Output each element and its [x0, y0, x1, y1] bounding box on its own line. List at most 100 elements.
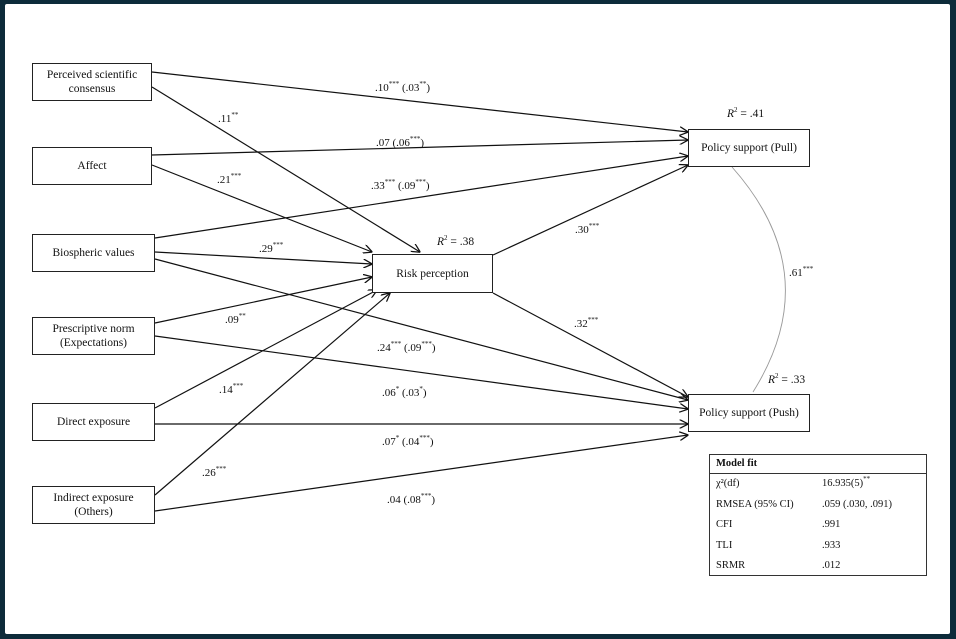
r2-push-r: R [768, 374, 776, 386]
model-fit-row: SRMR .012 [710, 556, 926, 577]
fit-label-chi: χ²(df) [716, 478, 740, 489]
coef-risk-pull: .30*** [575, 222, 600, 237]
model-fit-row: RMSEA (95% CI) .059 (.030, .091) [710, 495, 926, 516]
coef-norm-risk-sig: ** [238, 312, 246, 320]
coef-affect-risk-sig: *** [230, 172, 242, 180]
coef-norm-push-sig: * [395, 385, 400, 393]
coef-direct-push-psig: *** [419, 434, 430, 442]
node-indirect: Indirect exposure (Others) [32, 486, 155, 524]
fit-value-tli: .933 [822, 539, 841, 551]
coef-direct-risk-sig: *** [232, 382, 244, 390]
arrow-consensus-risk [151, 86, 420, 252]
coef-bio-pull-close: ) [425, 180, 430, 192]
fit-label-rmsea: RMSEA (95% CI) [716, 498, 794, 510]
arrow-risk-push [492, 292, 688, 397]
node-risk: Risk perception [372, 254, 493, 293]
model-fit-row: χ²(df) 16.935(5)** [710, 474, 926, 495]
arrow-bio-pull [154, 156, 688, 239]
coef-indirect-risk: .26*** [202, 465, 227, 480]
r2-push-value: = .33 [778, 374, 806, 386]
coef-norm-push-val: .06 [382, 387, 396, 399]
coef-bio-pull-paren: (.09 [395, 180, 416, 192]
node-pull: Policy support (Pull) [688, 129, 810, 167]
model-fit-table: Model fit χ²(df) 16.935(5)** RMSEA (95% … [709, 454, 927, 576]
coef-bio-push-val: .24 [377, 342, 391, 354]
node-direct: Direct exposure [32, 403, 155, 441]
coef-bio-push-close: ) [431, 342, 436, 354]
coef-bio-push-paren: (.09 [401, 342, 422, 354]
coef-indirect-push-val: .04 (.08 [387, 494, 421, 506]
coef-affect-pull-val: .07 (.06 [376, 137, 410, 149]
node-indirect-line1: Indirect exposure [53, 492, 134, 504]
coef-bio-push-psig: *** [421, 340, 432, 348]
coef-consensus-risk-val: .11 [218, 113, 232, 125]
arrow-indirect-push [154, 435, 688, 512]
r2-push-sup: 2 [775, 372, 779, 380]
node-biospheric-label: Biospheric values [52, 247, 135, 259]
coef-bio-pull-sig: *** [384, 178, 396, 186]
coef-consensus-risk-sig: ** [231, 111, 239, 119]
r2-risk-value: = .38 [447, 236, 475, 248]
coef-pull-push-sig: *** [802, 265, 814, 273]
coef-bio-pull: .33*** (.09***) [371, 178, 430, 193]
coef-norm-push-paren: (.03 [399, 387, 420, 399]
node-pull-label: Policy support (Pull) [701, 142, 797, 154]
node-norm: Prescriptive norm(Expectations) [32, 317, 155, 355]
coef-direct-push-sig: * [395, 434, 400, 442]
coef-indirect-risk-sig: *** [215, 465, 227, 473]
arrow-affect-pull [151, 140, 688, 156]
coef-affect-pull-close: ) [420, 137, 425, 149]
node-norm-line1: Prescriptive norm [52, 323, 135, 335]
coef-risk-push: .32*** [574, 316, 599, 331]
coef-bio-risk-val: .29 [259, 243, 273, 255]
arrow-consensus-pull [151, 71, 688, 132]
coef-direct-risk: .14*** [219, 382, 244, 397]
node-push: Policy support (Push) [688, 394, 810, 432]
model-fit-row: CFI .991 [710, 515, 926, 536]
fit-value-rmsea: .059 (.030, .091) [822, 498, 892, 510]
node-direct-label: Direct exposure [56, 416, 131, 428]
coef-indirect-risk-val: .26 [202, 467, 216, 479]
node-risk-label: Risk perception [396, 267, 469, 280]
r2-risk-sup: 2 [444, 234, 448, 242]
coef-pull-push-val: .61 [789, 267, 803, 279]
path-arrows [151, 71, 786, 512]
node-affect: Affect [32, 147, 152, 185]
arrow-indirect-risk [154, 293, 390, 496]
fit-value-chi-sig: ** [863, 475, 871, 483]
arrow-direct-risk [154, 290, 377, 409]
coef-indirect-push: .04 (.08***) [387, 493, 435, 507]
node-indirect-line2: (Others) [74, 506, 113, 518]
r2-pull-r: R [727, 108, 735, 120]
arrow-affect-risk [151, 164, 372, 252]
coef-risk-pull-sig: *** [588, 222, 600, 230]
fit-value-chi-num: 16.935(5) [822, 478, 864, 489]
coef-consensus-risk: .11** [218, 111, 239, 126]
model-fit-title: Model fit [710, 455, 926, 474]
coef-consensus-pull: .10*** (.03**) [375, 80, 431, 95]
coef-risk-push-sig: *** [587, 316, 599, 324]
coef-bio-push-sig: *** [390, 340, 402, 348]
coef-consensus-pull-val: .10 [375, 82, 389, 94]
coef-affect-risk: .21*** [217, 172, 242, 187]
coef-bio-pull-psig: *** [415, 178, 426, 186]
node-biospheric: Biospheric values [32, 234, 155, 272]
r2-pull-value: = .41 [737, 108, 765, 120]
coef-affect-pull: .07 (.06***) [376, 136, 425, 150]
fit-label-srmr: SRMR [716, 560, 746, 571]
coef-consensus-pull-sig: *** [388, 80, 400, 88]
coef-consensus-pull-close: ) [426, 82, 431, 94]
arrow-bio-risk [154, 251, 372, 264]
r2-risk-r: R [437, 236, 445, 248]
coef-bio-pull-val: .33 [371, 180, 385, 192]
coef-direct-push: .07* (.04***) [382, 434, 434, 449]
coef-norm-push-close: ) [422, 387, 427, 399]
coef-affect-risk-val: .21 [217, 174, 231, 186]
r2-pull-sup: 2 [734, 106, 738, 114]
coef-risk-pull-val: .30 [575, 224, 589, 236]
coef-norm-risk: .09** [225, 312, 246, 327]
coef-consensus-pull-paren: (.03 [399, 82, 420, 94]
arrow-norm-push [154, 335, 688, 409]
coef-direct-push-close: ) [429, 436, 434, 448]
